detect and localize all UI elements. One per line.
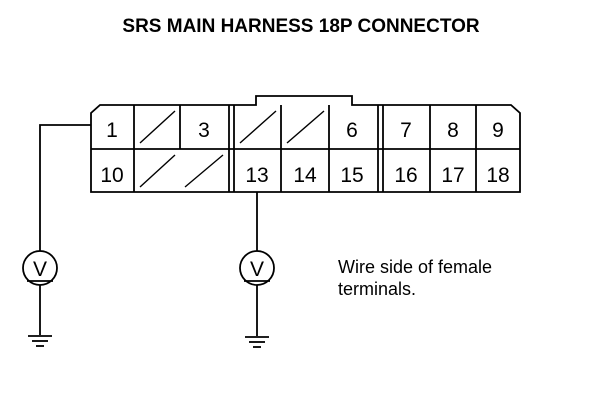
- pin-labels: 1 3 6 7 8 9 10 13 14 15 16 17 18: [100, 119, 509, 187]
- empty-cavity-5: [286, 110, 325, 144]
- pin-6: 6: [346, 119, 358, 142]
- probe-wire-pin-1: [39, 124, 91, 251]
- pin-16: 16: [394, 164, 417, 187]
- note-line-2: terminals.: [338, 279, 416, 299]
- pin-15: 15: [340, 164, 363, 187]
- empty-cavity-4: [239, 110, 277, 144]
- empty-cavity-2: [139, 110, 176, 144]
- pin-1: 1: [106, 119, 118, 142]
- diagram-title: SRS MAIN HARNESS 18P CONNECTOR: [122, 16, 479, 37]
- note-line-1: Wire side of female: [338, 257, 492, 277]
- pin-10: 10: [100, 164, 123, 187]
- wire-side-note: Wire side of female terminals.: [338, 257, 492, 299]
- pin-18: 18: [486, 164, 509, 187]
- pin-17: 17: [441, 164, 464, 187]
- ground-icon: [28, 335, 52, 347]
- empty-cavity-11: [139, 154, 176, 188]
- pin-9: 9: [492, 119, 504, 142]
- pin-3: 3: [198, 119, 210, 142]
- voltmeter-v-label: V: [250, 258, 264, 281]
- voltmeter-left: V: [22, 124, 91, 347]
- pin-7: 7: [400, 119, 412, 142]
- ground-icon: [245, 336, 269, 348]
- connector-body: [90, 95, 521, 193]
- pin-14: 14: [293, 164, 317, 187]
- pin-13: 13: [245, 164, 268, 187]
- voltmeter-v-label: V: [33, 258, 47, 281]
- pin-8: 8: [447, 119, 459, 142]
- empty-cavity-12: [184, 154, 224, 188]
- voltmeter-center: V: [239, 192, 275, 348]
